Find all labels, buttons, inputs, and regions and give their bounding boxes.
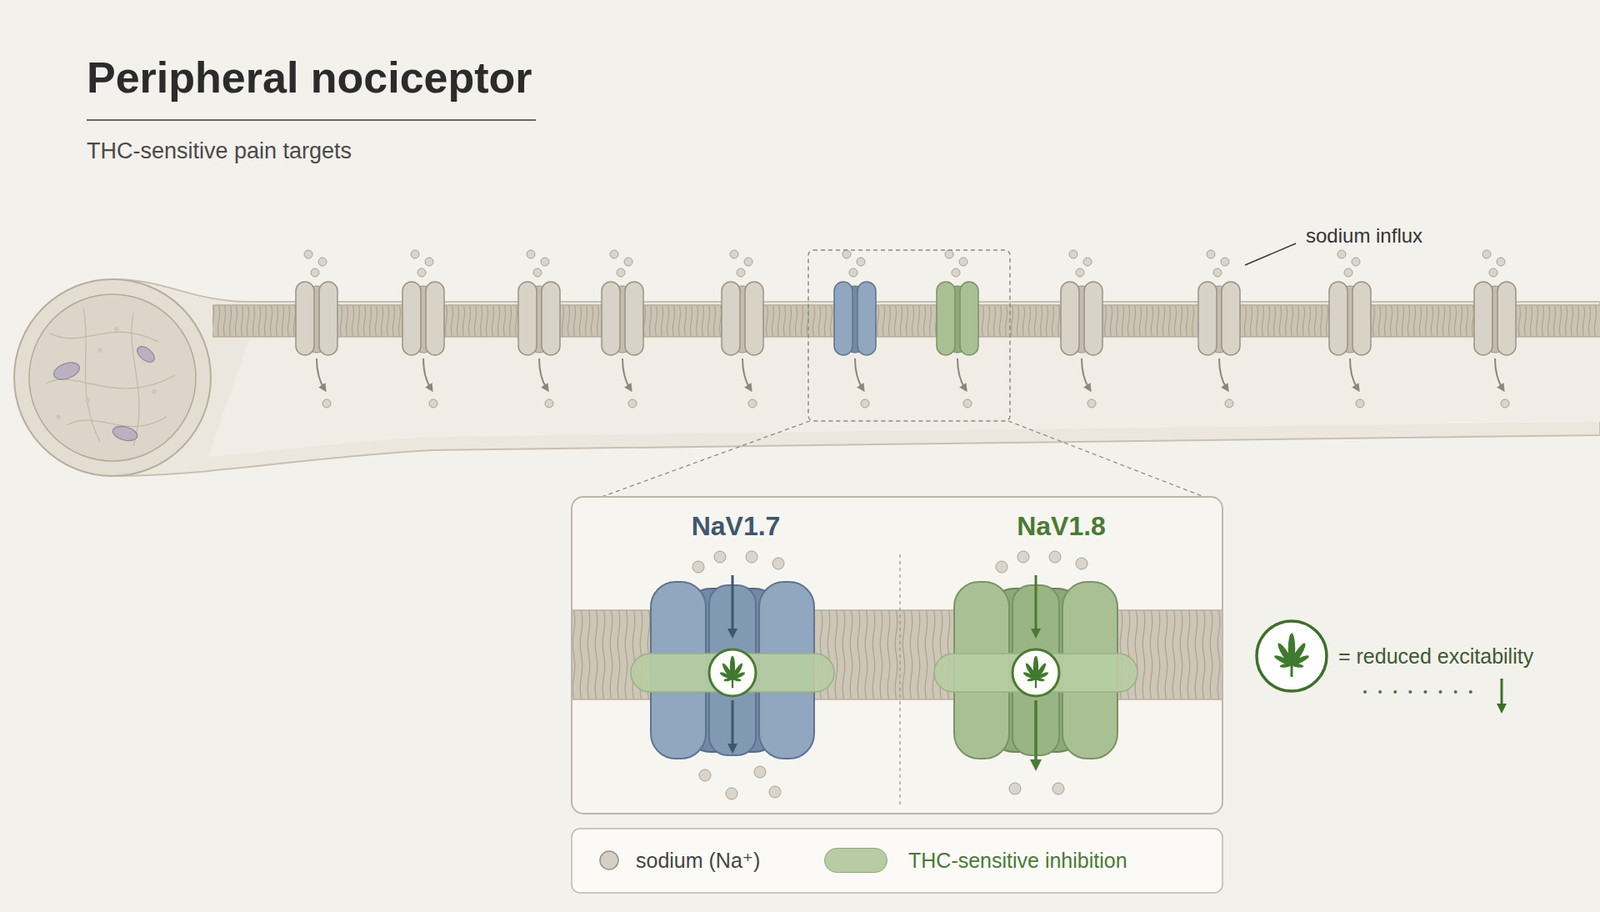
legend-text: = reduced excitability [1338, 643, 1534, 669]
legend-swatch [824, 847, 888, 873]
subtitle: THC-sensitive pain targets [86, 137, 352, 165]
channel-heading: NaV1.7 [571, 510, 900, 542]
channel-panel: NaV1.8 [900, 496, 1223, 814]
callout-label: sodium influx [1305, 224, 1423, 249]
legend-text: sodium (Na⁺) [635, 847, 760, 873]
legend-text: THC-sensitive inhibition [908, 847, 1128, 873]
channel-heading: NaV1.8 [900, 510, 1223, 542]
diagram-title: Peripheral nociceptor [86, 51, 533, 104]
channel-panel: NaV1.7 [571, 496, 900, 814]
